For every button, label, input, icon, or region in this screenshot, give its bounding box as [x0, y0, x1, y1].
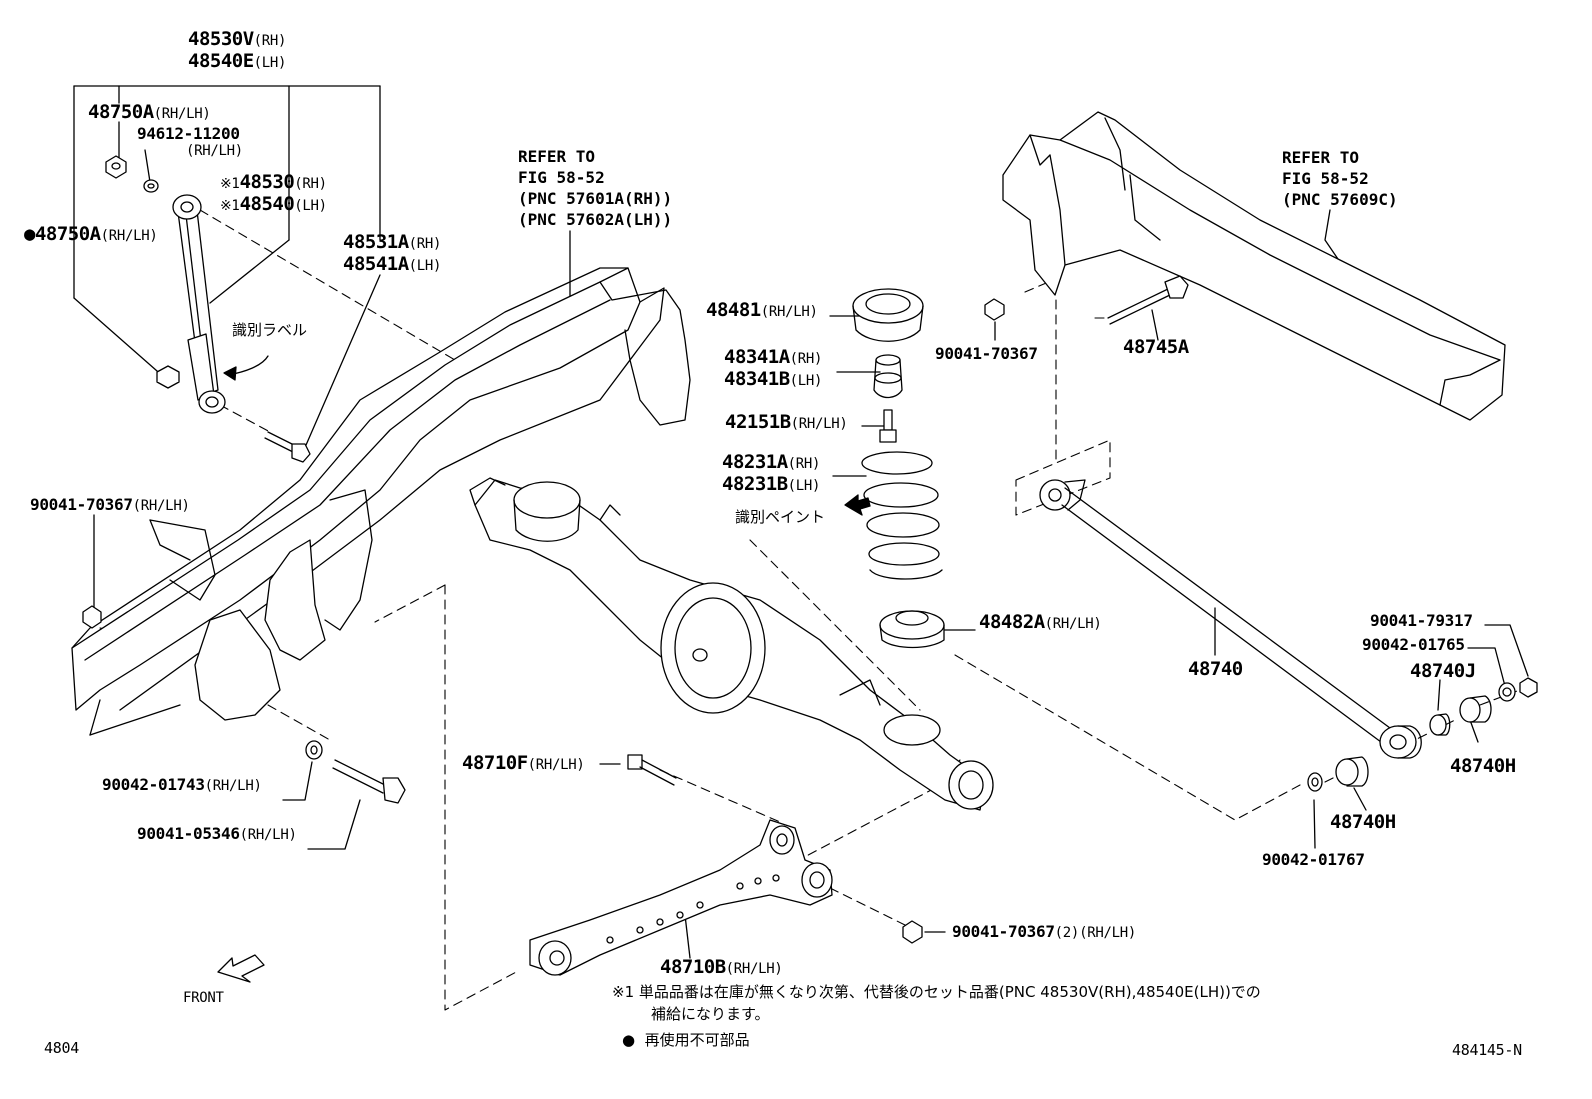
part-90041-05346[interactable]: 90041-05346(RH/LH): [137, 824, 297, 843]
bushing-48740H-b: [1335, 756, 1369, 787]
figure-id: 4804: [44, 1039, 79, 1057]
part-48541A[interactable]: 48541A(LH): [343, 253, 442, 275]
illustration-id: 484145-N: [1452, 1041, 1522, 1059]
bolt-48531A: [264, 431, 311, 463]
paint-arrow: [844, 494, 871, 516]
bushing-48740H-a: [1459, 695, 1492, 723]
part-48341A[interactable]: 48341A(RH): [724, 346, 823, 368]
nut-90041-top: [984, 298, 1005, 321]
part-48710B[interactable]: 48710B(RH/LH): [660, 956, 783, 978]
bolt-90041-05346: [332, 759, 406, 804]
part-48531A[interactable]: 48531A(RH): [343, 231, 442, 253]
lateral-rod: [1039, 479, 1422, 759]
nut-90041-79317: [1519, 677, 1538, 698]
identification-label-note: 識別ラベル: [232, 321, 308, 339]
bolt-48710F: [627, 754, 677, 786]
part-48482A[interactable]: 48482A(RH/LH): [979, 611, 1102, 633]
upper-seat-48481: [852, 288, 924, 342]
washer-94612: [143, 179, 159, 193]
shock-absorber: [172, 194, 269, 414]
part-94612-11200[interactable]: 94612-11200: [137, 124, 240, 143]
lower-seat-48482A: [879, 610, 945, 649]
part-48740J[interactable]: 48740J: [1410, 660, 1476, 682]
part-48540E[interactable]: 48540E(LH): [188, 50, 287, 72]
nut-90041-left: [82, 605, 102, 629]
lower-arm: [529, 819, 833, 976]
axle-housing: [469, 477, 994, 811]
part-48530V[interactable]: 48530V(RH): [188, 28, 287, 50]
part-90041-70367-qty2[interactable]: 90041-70367(2)(RH/LH): [952, 922, 1136, 941]
part-48750A-top[interactable]: 48750A(RH/LH): [88, 101, 211, 123]
front-label: FRONT: [183, 990, 224, 1006]
bolt-42151B: [879, 409, 897, 443]
leader-lines: [73, 85, 1529, 959]
washer-90042-01767: [1307, 772, 1323, 792]
washer-90042-01743: [305, 740, 323, 760]
part-90042-01743[interactable]: 90042-01743(RH/LH): [102, 775, 262, 794]
part-90041-70367-left[interactable]: 90041-70367(RH/LH): [30, 495, 190, 514]
nut-90041-70367-2: [902, 920, 923, 944]
part-90041-79317[interactable]: 90041-79317: [1370, 611, 1473, 630]
part-48540[interactable]: ※148540(LH): [220, 193, 327, 215]
part-48745A[interactable]: 48745A: [1123, 336, 1189, 358]
front-arrow: [217, 954, 265, 983]
dashed-lines: [99, 209, 1526, 1011]
part-48740H-lower[interactable]: 48740H: [1330, 811, 1396, 833]
part-48740[interactable]: 48740: [1188, 658, 1243, 680]
part-48750A-side[interactable]: ●48750A(RH/LH): [24, 223, 158, 245]
part-48231A[interactable]: 48231A(RH): [722, 451, 821, 473]
nut-bottom: [156, 365, 180, 389]
frame: [71, 267, 691, 736]
part-90042-01765[interactable]: 90042-01765: [1362, 635, 1465, 654]
part-48710F[interactable]: 48710F(RH/LH): [462, 752, 585, 774]
part-48231B[interactable]: 48231B(LH): [722, 473, 821, 495]
note-1: ※1 単品品番は在庫が無くなり次第、代替後のセット品番(PNC 48530V(R…: [612, 983, 1261, 1001]
bolt-48745A: [1107, 275, 1189, 325]
part-48530[interactable]: ※148530(RH): [220, 171, 327, 193]
bumper-48341: [873, 354, 903, 399]
washer-90042-01765: [1498, 682, 1516, 702]
collar-48740J: [1429, 713, 1451, 736]
coil-spring: [861, 451, 943, 580]
part-90041-70367-top[interactable]: 90041-70367: [935, 344, 1038, 363]
part-90042-01767[interactable]: 90042-01767: [1262, 850, 1365, 869]
part-48341B[interactable]: 48341B(LH): [724, 368, 823, 390]
part-48740H-upper[interactable]: 48740H: [1450, 755, 1516, 777]
part-94612-side: (RH/LH): [186, 143, 243, 159]
part-42151B[interactable]: 42151B(RH/LH): [725, 411, 848, 433]
note-2: ● 再使用不可部品: [622, 1031, 750, 1049]
part-48481[interactable]: 48481(RH/LH): [706, 299, 818, 321]
note-1-cont: 補給になります。: [651, 1005, 770, 1023]
identification-paint-note: 識別ペイント: [735, 508, 826, 526]
nut-top: [105, 155, 127, 179]
cross-member: [1002, 111, 1506, 421]
